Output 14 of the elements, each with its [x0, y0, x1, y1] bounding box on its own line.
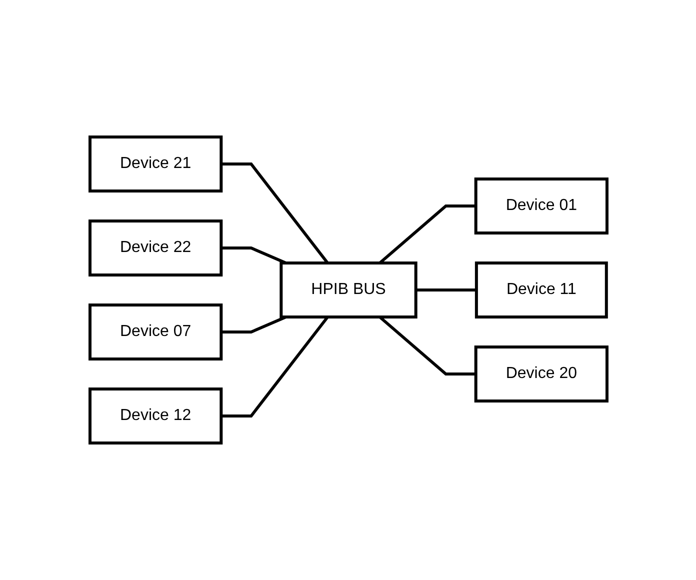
node-box: Device 11 — [474, 262, 608, 318]
node-box: Device 01 — [474, 178, 608, 234]
node-box: HPIB BUS — [279, 262, 417, 318]
connector — [220, 316, 328, 418]
connector — [415, 288, 476, 292]
node-box: Device 22 — [88, 220, 222, 276]
node-box: Device 07 — [88, 304, 222, 360]
connector — [220, 162, 328, 264]
node-box: Device 20 — [474, 346, 608, 402]
node-box: Device 21 — [88, 136, 222, 192]
connector — [378, 204, 476, 264]
node-box: Device 12 — [88, 388, 222, 444]
connector — [220, 246, 286, 264]
connector — [220, 316, 286, 334]
